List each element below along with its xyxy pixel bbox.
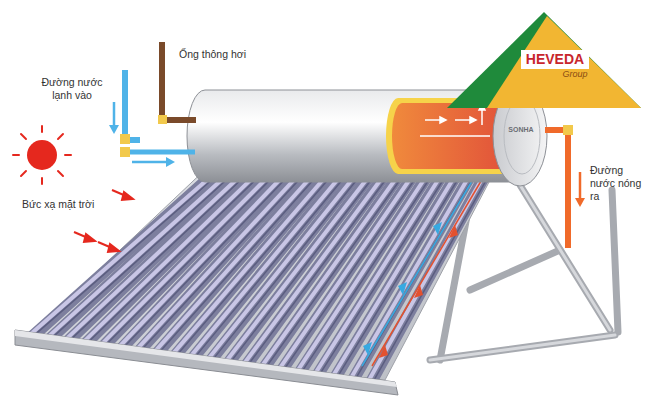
part-label: Đường nước nóng ra — [590, 164, 646, 203]
sun — [13, 126, 71, 184]
logo-triangle: HEVEDAGroup — [445, 10, 643, 110]
part-label: Đường nước lạnh vào — [38, 76, 106, 102]
part-label: Ống thông hơi — [179, 48, 249, 61]
logo-subtitle: Group — [467, 69, 643, 81]
logo-name: HEVEDA — [521, 50, 589, 69]
part-label: Bức xạ mặt trời — [22, 198, 112, 211]
cold-pipe — [125, 70, 140, 140]
hot-pipe — [545, 130, 568, 248]
brand-mark: SONHA — [506, 126, 536, 135]
